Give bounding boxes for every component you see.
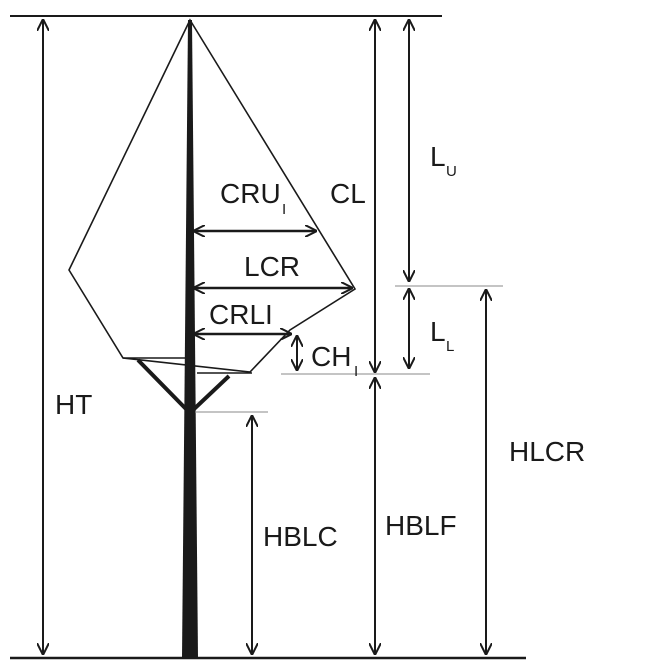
hblf-label: HBLF bbox=[385, 510, 457, 541]
crown-outline bbox=[68, 18, 357, 373]
lu-label: L bbox=[430, 141, 446, 172]
cru-subscript: I bbox=[282, 201, 286, 218]
ht-label: HT bbox=[55, 389, 92, 420]
ch-subscript: I bbox=[354, 363, 358, 380]
tree-trunk bbox=[182, 20, 198, 658]
lcr-label: LCR bbox=[244, 251, 300, 282]
cru-label: CRU bbox=[220, 178, 281, 209]
ch-label: CH bbox=[311, 341, 351, 372]
ll-subscript: L bbox=[446, 338, 454, 355]
left-branch bbox=[136, 358, 189, 412]
crli-label: CRLI bbox=[209, 299, 273, 330]
hblc-label: HBLC bbox=[263, 521, 338, 552]
hlcr-label: HLCR bbox=[509, 436, 585, 467]
cl-label: CL bbox=[330, 178, 366, 209]
lu-subscript: U bbox=[446, 163, 457, 180]
right-branch bbox=[191, 374, 231, 412]
ll-label: L bbox=[430, 316, 446, 347]
